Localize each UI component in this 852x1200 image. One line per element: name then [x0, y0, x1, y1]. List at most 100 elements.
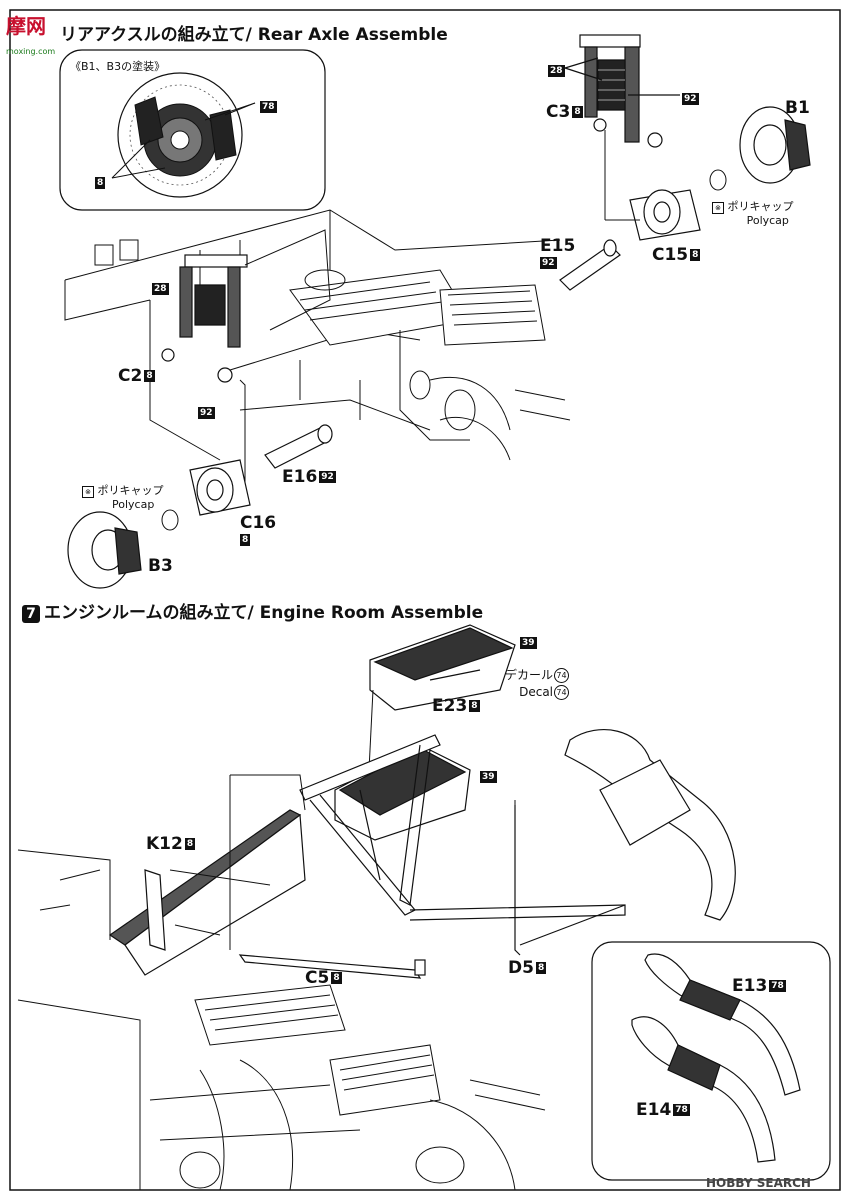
- airbox-39-drawing: [334, 744, 471, 841]
- part-code: E15: [540, 236, 576, 256]
- paint-code: 8: [144, 370, 155, 382]
- paint-code: 78: [673, 1104, 690, 1116]
- c16-hub-drawing: [189, 459, 251, 516]
- paint-code: 39: [520, 636, 537, 649]
- part-code: C3: [546, 102, 571, 122]
- paint-code: 8: [469, 700, 480, 712]
- logo-subtext: moxing.com: [6, 47, 56, 56]
- c2-badge-92: 92: [196, 402, 215, 421]
- paint-code: 28: [152, 282, 169, 295]
- paint-code: 8: [690, 249, 701, 261]
- paint-code: 8: [95, 176, 106, 189]
- paint-code: 8: [331, 972, 342, 984]
- watermark: HOBBY SEARCH: [706, 1176, 811, 1190]
- part-code: E23: [432, 696, 468, 716]
- polycap-en: Polycap: [746, 214, 789, 227]
- k12-radiator-drawing: [108, 809, 306, 976]
- logo-text: 摩网: [6, 14, 46, 38]
- rear-chassis-drawing: [64, 209, 571, 461]
- c2-badge-28: 28: [150, 278, 169, 297]
- polycap-jp: ポリキャップ: [727, 200, 794, 213]
- inset-title-painting: 《B1、B3の塗装》: [70, 60, 166, 73]
- airbox-badge-39: 39: [478, 766, 497, 785]
- engine-bay-drawing: [17, 849, 546, 1191]
- e23-badge-39: 39: [518, 632, 537, 651]
- paint-code: 92: [540, 257, 557, 269]
- section-title-rear-axle: リアアクスルの組み立て/ Rear Axle Assemble: [60, 25, 448, 45]
- c2-shock-drawing: [161, 254, 248, 383]
- e14-pipe-drawing: [631, 1016, 776, 1163]
- polycap-icon: ⊗: [712, 202, 724, 214]
- e23-cover-drawing: [369, 624, 516, 711]
- e15-shaft-drawing: [559, 239, 621, 291]
- paint-code: 39: [480, 770, 497, 783]
- section-title-text: エンジンルームの組み立て/ Engine Room Assemble: [44, 603, 484, 623]
- polycap-left-drawing: [161, 509, 179, 531]
- decal-en: Decal: [519, 685, 554, 699]
- c3-badge-92: 92: [680, 88, 699, 107]
- step-number: 7: [22, 605, 40, 623]
- b1-brake-disc-drawing: [739, 106, 811, 184]
- c3-badge-28: 28: [546, 60, 565, 79]
- brake-disc-inset-drawing: [111, 72, 256, 198]
- paint-code: 8: [572, 106, 583, 118]
- polycap-label-top: ⊗ ポリキャップ Polycap: [712, 198, 794, 227]
- part-code: C15: [652, 245, 689, 265]
- polycap-en: Polycap: [112, 498, 155, 511]
- part-code: C5: [305, 968, 330, 988]
- part-code: C16: [240, 513, 277, 533]
- part-code: C2: [118, 366, 143, 386]
- paint-code: 92: [319, 471, 336, 483]
- part-code: E14: [636, 1100, 672, 1120]
- intake-pipe-drawing: [564, 729, 736, 921]
- polycap-jp: ポリキャップ: [97, 484, 164, 497]
- decal-jp: デカール: [505, 668, 554, 682]
- paint-code: 78: [260, 100, 277, 113]
- paint-code: 8: [240, 534, 251, 546]
- part-code: K12: [146, 834, 183, 854]
- paint-code: 92: [682, 92, 699, 105]
- b3-brake-disc-drawing: [67, 511, 142, 589]
- polycap-icon: ⊗: [82, 486, 94, 498]
- c2-guide-line: [244, 229, 331, 331]
- paint-code: 78: [769, 980, 786, 992]
- site-logo: 摩网 moxing.com: [6, 10, 55, 58]
- c15-hub-drawing: [629, 189, 701, 241]
- paint-code: 8: [184, 838, 196, 850]
- c3-shock-drawing: [564, 34, 680, 148]
- decal-number: 74: [554, 685, 570, 700]
- inset-paint-badge-78: 78: [258, 96, 277, 115]
- engine-room-guide-lines: [169, 774, 516, 950]
- decal-number: 74: [554, 668, 570, 683]
- polycap-top-drawing: [709, 169, 727, 191]
- d5-frame-drawing: [299, 734, 626, 956]
- paint-code: 92: [198, 406, 215, 419]
- c2-guide-line-2: [239, 379, 246, 495]
- part-code: E16: [282, 467, 318, 487]
- c5-bar-drawing: [238, 954, 426, 979]
- part-code: E13: [732, 976, 768, 996]
- polycap-label-left: ⊗ ポリキャップ Polycap: [82, 482, 164, 511]
- part-label-b3: B3: [148, 556, 173, 576]
- page-frame: [9, 9, 841, 1191]
- part-label-b1: B1: [785, 98, 810, 118]
- part-code: D5: [508, 958, 534, 978]
- paint-code: 28: [548, 64, 565, 77]
- e16-shaft-drawing: [264, 424, 333, 469]
- inset-paint-badge-8: 8: [93, 172, 106, 191]
